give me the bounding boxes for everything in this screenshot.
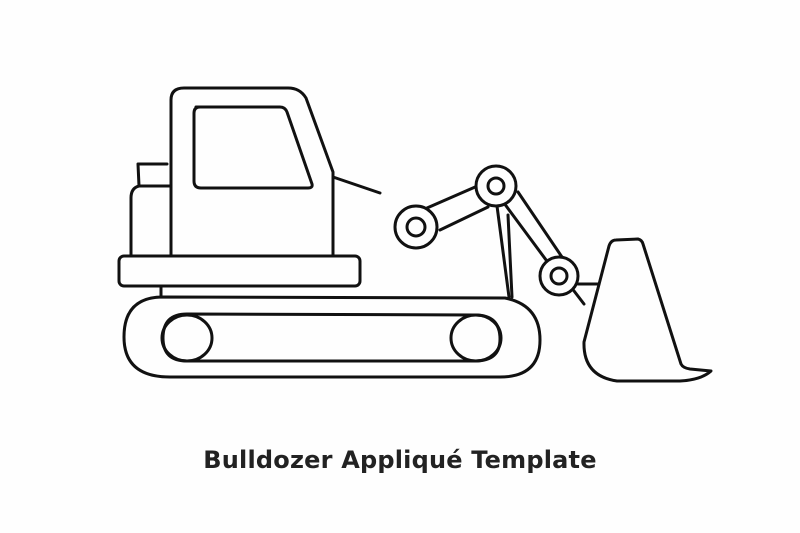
track-wheel-front xyxy=(449,313,503,363)
track xyxy=(122,295,542,379)
track-wheel-rear xyxy=(160,313,214,363)
bucket xyxy=(582,237,713,383)
frame-strut xyxy=(506,213,514,299)
engine-housing xyxy=(331,175,382,195)
cab xyxy=(129,86,335,258)
template-title: Bulldozer Appliqué Template xyxy=(203,446,597,474)
body-platform xyxy=(117,254,362,288)
window xyxy=(192,105,314,190)
pivot-joints xyxy=(393,164,580,297)
